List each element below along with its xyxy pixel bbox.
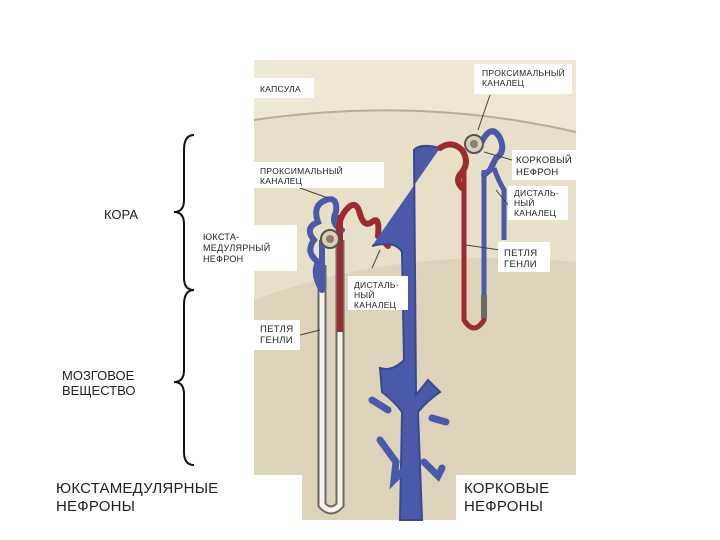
- proximal-top-label: ПРОКСИМАЛЬНЫЙ КАНАЛЕЦ: [482, 68, 566, 88]
- cortical-arteriole: [437, 141, 469, 191]
- medulla-label: МОЗГОВОЕ ВЕЩЕСТВО: [62, 368, 136, 398]
- juxtamedullary-nephrons-label: ЮКСТАМЕДУЛЯРНЫЕ НЕФРОНЫ: [56, 480, 219, 515]
- proximal-top-box: [474, 64, 572, 94]
- loop-left-box: [254, 320, 300, 350]
- juxtamedullary-proximal: [306, 196, 345, 293]
- capsule-line: [253, 109, 577, 133]
- cortex-label: КОРА: [104, 207, 139, 222]
- capsule-label: КАПСУЛА: [260, 84, 301, 94]
- distal-right-label: ДИСТАЛЬ- НЫЙ КАНАЛЕЦ: [514, 188, 559, 218]
- loop-left-label: ПЕТЛЯ ГЕНЛИ: [260, 324, 294, 346]
- cortical-nephrons-box: [456, 475, 606, 525]
- juxtamedullary-nephron-label: ЮКСТА- МЕДУЛЯРНЫЙ НЕФРОН: [203, 232, 271, 264]
- proximal-left-box: [254, 162, 384, 188]
- loop-right-label: ПЕТЛЯ ГЕНЛИ: [504, 248, 538, 270]
- juxtamedullary-nephrons-box: [50, 475, 302, 525]
- medulla-bracket: [173, 289, 195, 466]
- distal-right-box: [508, 186, 568, 220]
- juxta-nephron-box: [197, 225, 297, 271]
- cortical-loop: [461, 170, 487, 331]
- cortex-bracket: [173, 134, 195, 291]
- capsule-label-box: [254, 78, 314, 98]
- loop-right-box: [498, 242, 550, 272]
- juxtamedullary-arteriole: [335, 201, 391, 249]
- cortical-nephron-label: КОРКОВЫЙ НЕФРОН: [516, 155, 572, 178]
- cortical-nephron-box: [512, 150, 576, 180]
- distal-center-box: [348, 276, 408, 310]
- cortical-nephrons-label: КОРКОВЫЕ НЕФРОНЫ: [464, 480, 550, 515]
- distal-center-label: ДИСТАЛЬ- НЫЙ КАНАЛЕЦ: [354, 280, 399, 310]
- collecting-duct: [371, 144, 442, 521]
- proximal-left-label: ПРОКСИМАЛЬНЫЙ КАНАЛЕЦ: [260, 166, 344, 186]
